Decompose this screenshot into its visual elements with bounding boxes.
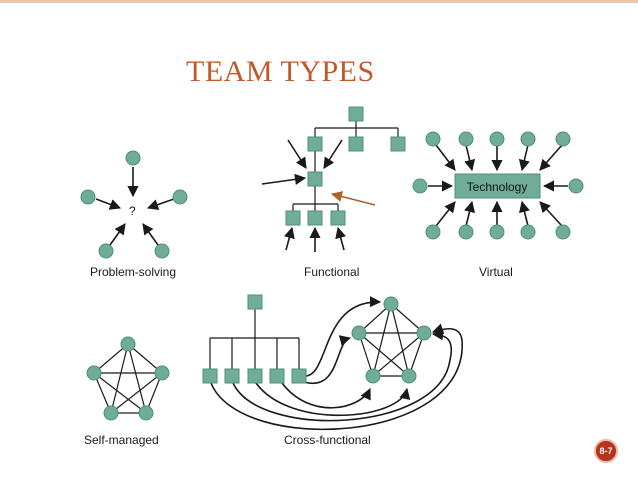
virtual-nodes [412,131,584,240]
self-managed-nodes [86,336,170,421]
cross-functional-team-links [358,303,425,377]
functional-arrows [261,139,347,252]
cross-functional-label: Cross-functional [284,433,371,447]
cross-functional-hierarchy-lines [209,309,300,369]
functional-accent-arrow [330,191,376,206]
self-managed-links [93,343,163,414]
problem-solving-question-mark: ? [129,204,136,218]
top-border [0,0,638,3]
virtual-arrows [428,144,568,227]
cross-functional-nodes [202,294,432,384]
problem-solving-nodes [80,150,188,259]
problem-solving-group [95,167,175,246]
functional-nodes [285,106,406,226]
slide-title: TEAM TYPES [186,55,375,88]
page-number-badge: 8-7 [594,439,618,463]
virtual-label: Virtual [479,265,513,279]
problem-solving-label: Problem-solving [90,265,176,279]
virtual-hub-label: Technology [467,180,528,194]
virtual-technology-hub [454,173,541,199]
functional-hierarchy-lines [292,121,399,211]
cross-functional-curved-arrows [210,296,463,431]
functional-label: Functional [304,265,359,279]
self-managed-label: Self-managed [84,433,159,447]
